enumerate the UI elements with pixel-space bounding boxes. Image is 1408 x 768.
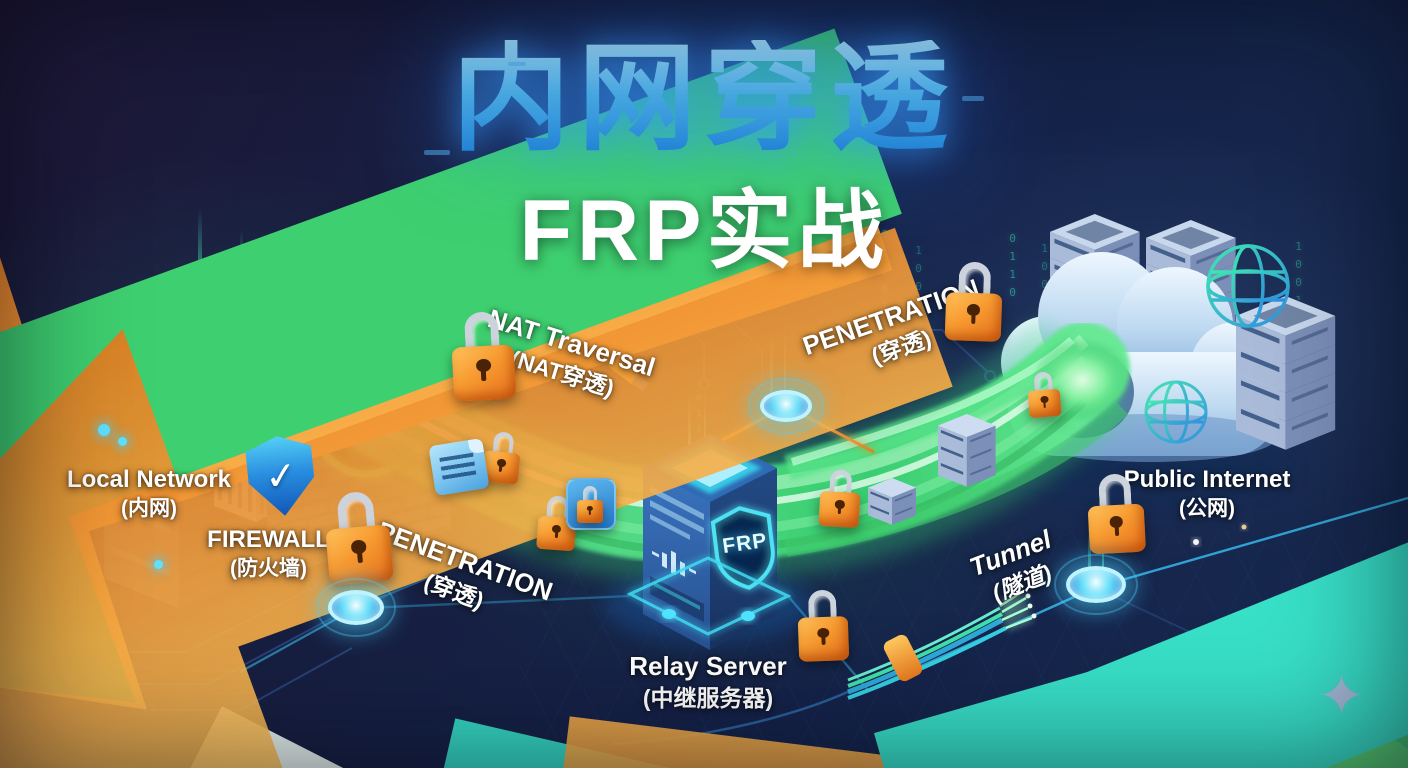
server-rack-right-2 [1146, 220, 1236, 359]
glitch-mark [424, 150, 450, 155]
padlock-icon [818, 469, 862, 528]
relay-base-outline [626, 556, 792, 636]
padlock-icon [1086, 473, 1147, 555]
label-firewall: FIREWALL (防火墙) [176, 524, 361, 582]
label-relay-server-en: Relay Server [629, 651, 787, 681]
padlock-icon [797, 589, 850, 662]
server-rack-right-1 [1050, 214, 1140, 328]
network-node [748, 377, 824, 435]
fiber-cable-icon [611, 590, 1037, 746]
check-icon: ✓ [263, 453, 300, 500]
padlock-icon [322, 489, 394, 586]
node-dot [118, 437, 127, 446]
poster-subtitle: FRP实战 [519, 183, 889, 279]
tunnel-box-1 [868, 478, 916, 525]
padlock-icon [944, 261, 1004, 343]
padlock-icon [577, 486, 603, 523]
glitch-mark [962, 96, 984, 101]
globe-icon [1206, 244, 1290, 328]
code-rain: 1001011010 [1292, 240, 1305, 300]
label-public-internet: Public Internet (公网) [1082, 464, 1332, 522]
code-rain: 0110100101 [1006, 232, 1019, 304]
padlock-icon [450, 310, 517, 402]
label-local-network: Local Network (内网) [44, 464, 254, 522]
label-public-internet-en: Public Internet [1123, 466, 1291, 493]
label-relay-server-zh: (中继服务器) [642, 684, 774, 711]
glitch-mark [508, 62, 526, 66]
signal-bars-icon [652, 550, 696, 577]
label-local-network-en: Local Network [66, 466, 232, 493]
tunnel-box-2 [938, 414, 996, 487]
padlock-icon [1026, 371, 1062, 419]
label-firewall-en: FIREWALL [207, 526, 330, 553]
security-chip-icon [566, 478, 616, 530]
data-file-icon [428, 438, 490, 496]
sparkle-icon: ✦ [1318, 664, 1365, 727]
network-node [316, 578, 396, 637]
label-firewall-zh: (防火墙) [230, 557, 307, 581]
globe-on-cloud-icon [1144, 380, 1208, 444]
label-public-internet-zh: (公网) [1179, 497, 1235, 521]
node-dot [154, 560, 163, 569]
network-node [1054, 553, 1138, 616]
label-relay-server: Relay Server (中继服务器) [548, 650, 868, 714]
node-dot [98, 424, 110, 436]
server-rack-right-3 [1236, 296, 1336, 450]
label-local-network-zh: (内网) [121, 497, 177, 521]
poster-title: 内网穿透 [0, 40, 1408, 158]
